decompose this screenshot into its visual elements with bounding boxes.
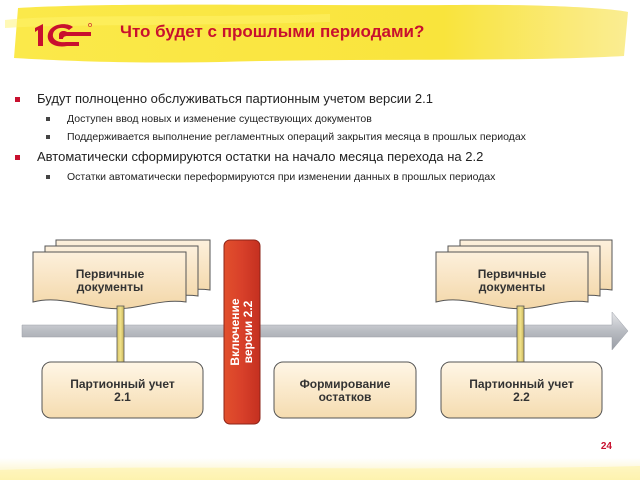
sub-bullet-item: Доступен ввод новых и изменение существу…: [0, 110, 640, 128]
left-docs-label: Первичные документы: [75, 267, 145, 294]
right-docs-label: Первичные документы: [477, 267, 547, 294]
bullet-item: Автоматически сформируются остатки на на…: [0, 146, 640, 168]
page-title: Что будет с прошлыми периодами?: [120, 22, 425, 41]
right-connector: [516, 305, 525, 365]
switch-bar: [223, 239, 261, 425]
box-right-label: Партионный учет 2.2: [469, 377, 574, 404]
right-document-stack: [435, 239, 613, 310]
box-left-label: Партионный учет 2.1: [70, 377, 175, 404]
box-forming-balances: [273, 361, 417, 419]
header-band: [5, 4, 628, 63]
left-connector: [116, 305, 125, 365]
sub-bullet-item: Поддерживается выполнение регламентных о…: [0, 128, 640, 146]
1c-logo: [35, 23, 92, 47]
timeline-arrow: [21, 311, 629, 351]
footer-band: [0, 458, 640, 480]
bullet-list: Будут полноценно обслуживаться партионны…: [0, 88, 640, 186]
box-batch-accounting-22: [440, 361, 603, 419]
bullet-item: Будут полноценно обслуживаться партионны…: [0, 88, 640, 110]
box-batch-accounting-21: [41, 361, 204, 419]
switch-label: Включение версии 2.2: [228, 298, 255, 366]
left-document-stack: [32, 239, 211, 310]
box-mid-label: Формирование остатков: [299, 377, 391, 404]
sub-bullet-item: Остатки автоматически переформируются пр…: [0, 168, 640, 186]
page-number: 24: [600, 441, 612, 452]
